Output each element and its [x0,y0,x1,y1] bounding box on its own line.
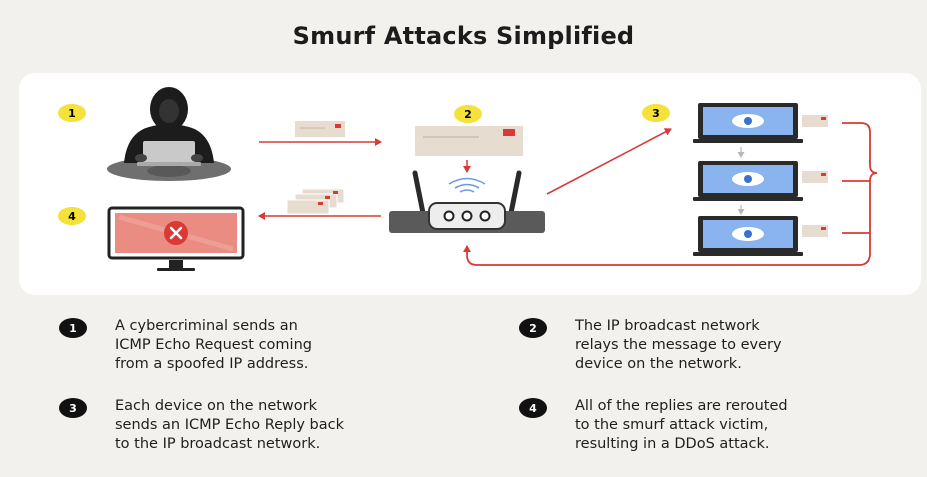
step-1-line-3: from a spoofed IP address. [115,356,309,372]
arrow-router-to-devices [546,128,672,195]
step-2-text: The IP broadcast network relays the mess… [575,317,875,374]
step-3-line-3: to the IP broadcast network. [115,436,321,452]
step-3-line-1: Each device on the network [115,398,318,414]
step-badge-2: 2 [454,105,482,123]
wireless-router-icon [389,170,545,233]
step-2-line-3: device on the network. [575,356,742,372]
badge-2-label: 2 [464,108,472,121]
step-3-line-2: sends an ICMP Echo Reply back [115,417,345,433]
device-laptop-1 [693,103,828,143]
step-1-number: 1 [59,318,87,338]
step-badge-1: 1 [58,104,86,122]
hooded-hacker-icon [107,87,231,181]
reply-envelopes-icon [286,188,345,215]
diagram-panel: 1 2 [19,73,921,295]
device-laptop-3 [693,216,828,256]
badge-4-label: 4 [68,210,76,223]
step-badge-4: 4 [58,207,86,225]
request-envelope-icon [295,121,345,137]
step-3-text: Each device on the network sends an ICMP… [115,397,415,454]
step-2-line-1: The IP broadcast network [575,318,760,334]
step-2-line-2: relays the message to every [575,337,782,353]
step-3-number: 3 [59,398,87,418]
step-2-number: 2 [519,318,547,338]
page-title: Smurf Attacks Simplified [292,22,635,50]
diagram-svg: 1 2 [58,87,878,271]
step-4-number: 4 [519,398,547,418]
step-badge-3: 3 [642,104,670,122]
step-1-line-1: A cybercriminal sends an [115,318,298,334]
badge-3-label: 3 [652,107,660,120]
step-4-text: All of the replies are rerouted to the s… [575,397,875,454]
device-laptop-2 [693,161,828,201]
step-4-line-2: to the smurf attack victim, [575,417,769,433]
step-4-line-1: All of the replies are rerouted [575,398,788,414]
step-1-line-2: ICMP Echo Request coming [115,337,312,353]
step-1-text: A cybercriminal sends an ICMP Echo Reque… [115,317,415,374]
badge-1-label: 1 [68,107,76,120]
victim-monitor-icon [107,206,245,271]
step-4-line-3: resulting in a DDoS attack. [575,436,770,452]
return-bracket-path [463,122,878,266]
broadcast-envelope-icon [415,126,523,156]
